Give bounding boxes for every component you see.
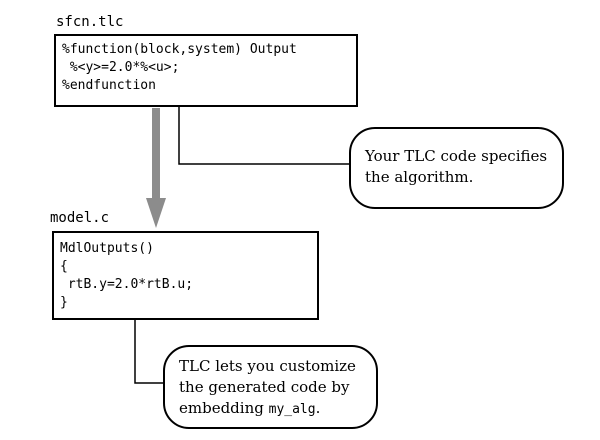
source-code-line-3: %endfunction — [62, 78, 156, 93]
customize-callout-line-2: the generated code by — [179, 378, 350, 396]
customize-callout: TLC lets you customize the generated cod… — [163, 345, 378, 429]
output-code-line-1: MdlOutputs() — [60, 241, 154, 256]
output-code-line-2: { — [60, 259, 68, 274]
customize-callout-line-1: TLC lets you customize — [179, 357, 356, 375]
output-code-line-3: rtB.y=2.0*rtB.u; — [60, 277, 194, 292]
source-code-line-1: %function(block,system) Output — [62, 42, 297, 57]
generation-flow-arrow — [146, 108, 166, 228]
customize-callout-line-3-suffix: . — [315, 399, 321, 417]
customize-callout-line-3: embedding my_alg. — [179, 398, 320, 420]
source-file-label: sfcn.tlc — [56, 14, 124, 30]
output-code-line-4: } — [60, 295, 68, 310]
customize-callout-code: my_alg — [268, 402, 316, 417]
customize-callout-line-3-prefix: embedding — [179, 399, 269, 417]
source-code-line-2: %<y>=2.0*%<u>; — [62, 60, 180, 75]
source-code-box: %function(block,system) Output %<y>=2.0*… — [54, 34, 358, 107]
algorithm-callout-line-2: the algorithm. — [365, 168, 474, 186]
output-file-label: model.c — [50, 210, 110, 226]
output-code-box: MdlOutputs() { rtB.y=2.0*rtB.u; } — [52, 231, 319, 320]
algorithm-callout-line-1: Your TLC code specifies — [365, 147, 548, 165]
algorithm-callout: Your TLC code specifies the algorithm. — [349, 127, 564, 209]
